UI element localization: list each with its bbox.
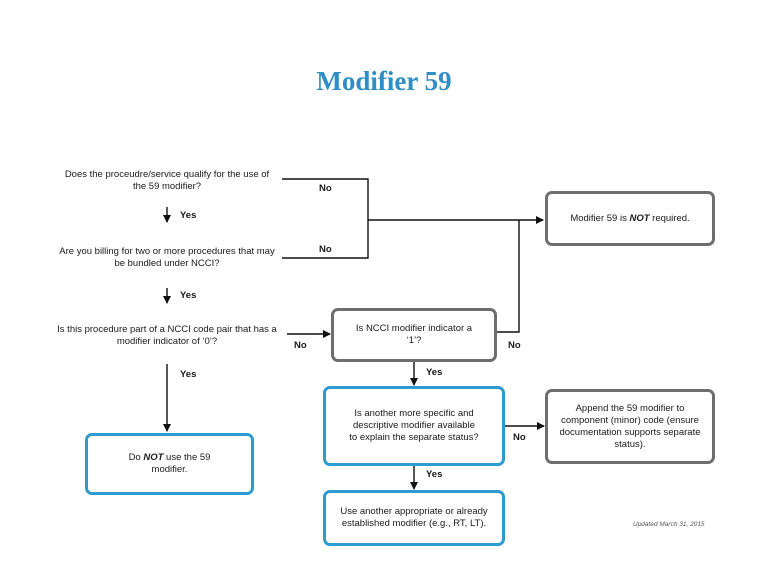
- ncci-indicator-box: Is NCCI modifier indicator a ‘1’?: [331, 308, 497, 362]
- q2-no-line: [282, 220, 369, 259]
- ncci-no-line: [497, 220, 520, 333]
- append-59-box: Append the 59 modifier to component (min…: [545, 389, 715, 464]
- not-required-box: Modifier 59 is NOT required.: [545, 191, 715, 246]
- q2-yes-label: Yes: [180, 290, 197, 301]
- another-yes-label: Yes: [426, 469, 443, 480]
- use-another-modifier-text: Use another appropriate or already estab…: [340, 506, 488, 529]
- ncci-no-label: No: [508, 340, 521, 351]
- do-not-use-box: Do NOT use the 59 modifier.: [85, 433, 254, 495]
- q1-no-line: [282, 178, 369, 220]
- ncci-indicator-text: Is NCCI modifier indicator a ‘1’?: [355, 323, 473, 346]
- another-no-label: No: [513, 432, 526, 443]
- use-another-modifier-box: Use another appropriate or already estab…: [323, 490, 505, 546]
- updated-date: Updated March 31, 2015: [633, 521, 705, 528]
- do-not-use-text-b: use the 59 modifier.: [151, 452, 211, 475]
- ncci-yes-label: Yes: [426, 367, 443, 378]
- not-required-emphasis: NOT: [629, 212, 650, 224]
- page-title: Modifier 59: [316, 66, 452, 96]
- not-required-text-a: Modifier 59 is: [570, 212, 630, 224]
- q1-no-label: No: [319, 183, 332, 194]
- append-59-text: Append the 59 modifier to component (min…: [559, 402, 701, 450]
- q1-yes-label: Yes: [180, 210, 197, 221]
- q3-no-label: No: [294, 340, 307, 351]
- do-not-use-emphasis: NOT: [143, 452, 164, 463]
- question-1: Does the proceudre/service qualify for t…: [64, 169, 270, 192]
- q3-yes-label: Yes: [180, 369, 197, 380]
- another-modifier-question-box: Is another more specific and descriptive…: [323, 386, 505, 466]
- question-3: Is this procedure part of a NCCI code pa…: [57, 324, 277, 347]
- not-required-text-b: required.: [649, 212, 690, 224]
- question-2: Are you billing for two or more procedur…: [59, 246, 275, 269]
- q2-no-label: No: [319, 244, 332, 255]
- another-modifier-question-text: Is another more specific and descriptive…: [349, 408, 479, 443]
- do-not-use-text-a: Do: [128, 452, 144, 463]
